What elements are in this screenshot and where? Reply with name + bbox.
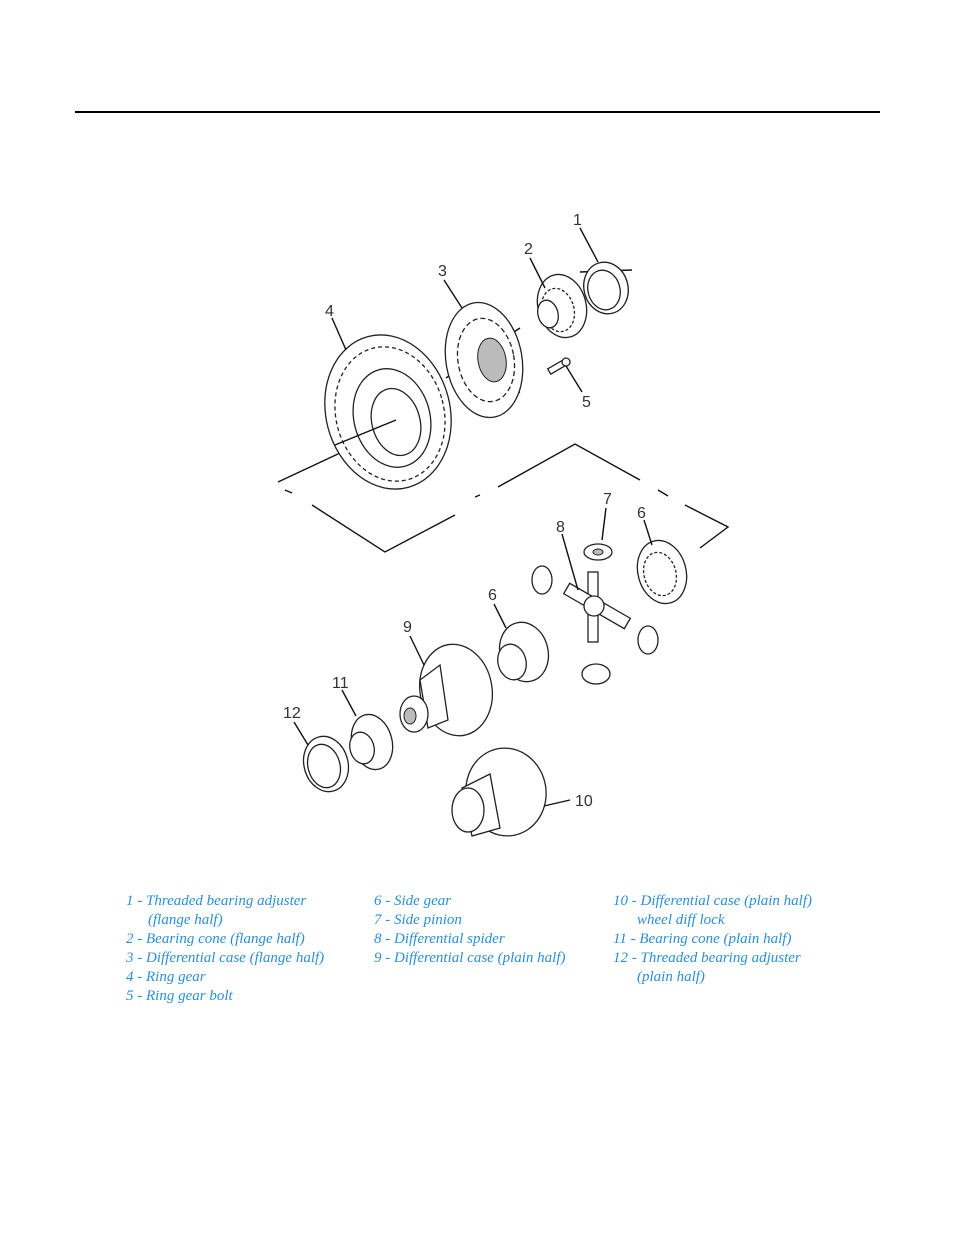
assembly-line-c bbox=[474, 494, 481, 498]
threaded-bearing-adjuster-plain-half bbox=[302, 735, 350, 793]
exploded-diagram: 1 2 3 4 5 6 7 8 6 9 11 12 10 bbox=[260, 200, 740, 850]
legend-item-10-text: 10 - Differential case (plain half) bbox=[613, 893, 812, 909]
side-gear-left bbox=[497, 621, 550, 683]
legend-column-1: 1 - Threaded bearing adjuster (flange ha… bbox=[126, 892, 324, 1006]
legend-item-10-continuation: wheel diff lock bbox=[637, 912, 725, 928]
differential-case-plain-half bbox=[399, 643, 493, 737]
legend-item-1-text: 1 - Threaded bearing adjuster bbox=[126, 893, 307, 909]
legend-item-12-text: 12 - Threaded bearing adjuster bbox=[613, 950, 801, 966]
legend-item-12-continuation: (plain half) bbox=[637, 969, 705, 985]
assembly-line-e bbox=[657, 489, 669, 497]
callout-6-left: 6 bbox=[488, 587, 497, 604]
threaded-bearing-adjuster-flange-half bbox=[583, 261, 629, 315]
assembly-line-f bbox=[684, 504, 730, 549]
legend-item-4: 4 - Ring gear bbox=[126, 969, 206, 985]
callout-1: 1 bbox=[573, 212, 582, 229]
assembly-line-b bbox=[311, 504, 456, 553]
callout-9: 9 bbox=[403, 619, 412, 636]
side-pinion-top bbox=[583, 543, 613, 561]
legend-item-12: 12 - Threaded bearing adjuster (plain ha… bbox=[613, 949, 812, 987]
side-pinion-right bbox=[637, 625, 659, 655]
legend-item-5: 5 - Ring gear bolt bbox=[126, 988, 233, 1004]
header-rule bbox=[75, 111, 880, 113]
callout-7: 7 bbox=[603, 491, 612, 508]
legend-item-1: 1 - Threaded bearing adjuster (flange ha… bbox=[126, 892, 324, 930]
ring-gear bbox=[324, 334, 452, 490]
differential-exploded-view: 1 2 3 4 5 6 7 8 6 9 11 12 10 bbox=[277, 212, 730, 837]
legend-item-2: 2 - Bearing cone (flange half) bbox=[126, 931, 305, 947]
callout-8: 8 bbox=[556, 519, 565, 536]
side-pinion-bottom bbox=[581, 663, 611, 685]
legend-item-8: 8 - Differential spider bbox=[374, 931, 505, 947]
side-pinion-left bbox=[531, 565, 553, 595]
callout-5: 5 bbox=[582, 394, 591, 411]
legend-item-11: 11 - Bearing cone (plain half) bbox=[613, 931, 792, 947]
legend-column-2: 6 - Side gear 7 - Side pinion 8 - Differ… bbox=[374, 892, 566, 968]
legend-item-1-continuation: (flange half) bbox=[148, 912, 223, 928]
callout-12: 12 bbox=[283, 705, 301, 722]
differential-case-flange-half bbox=[444, 301, 524, 419]
legend-item-3: 3 - Differential case (flange half) bbox=[126, 950, 325, 966]
callout-6-right: 6 bbox=[637, 505, 646, 522]
bearing-cone-plain-half bbox=[349, 713, 394, 771]
callout-10: 10 bbox=[575, 793, 593, 810]
legend-item-10: 10 - Differential case (plain half) whee… bbox=[613, 892, 812, 930]
side-gear-right bbox=[636, 539, 688, 605]
bearing-cone-flange-half bbox=[536, 273, 588, 339]
callout-2: 2 bbox=[524, 241, 533, 258]
assembly-line-d bbox=[497, 443, 641, 488]
legend-column-3: 10 - Differential case (plain half) whee… bbox=[613, 892, 812, 987]
callout-3: 3 bbox=[438, 263, 447, 280]
assembly-line-a bbox=[284, 489, 293, 494]
legend-item-6: 6 - Side gear bbox=[374, 893, 452, 909]
callout-4: 4 bbox=[325, 303, 334, 320]
ring-gear-bolt bbox=[546, 357, 583, 393]
differential-spider bbox=[562, 571, 632, 643]
legend-item-9: 9 - Differential case (plain half) bbox=[374, 950, 566, 966]
legend-item-7: 7 - Side pinion bbox=[374, 912, 462, 928]
differential-case-wheel-diff-lock bbox=[451, 747, 547, 837]
callout-11: 11 bbox=[332, 675, 349, 692]
